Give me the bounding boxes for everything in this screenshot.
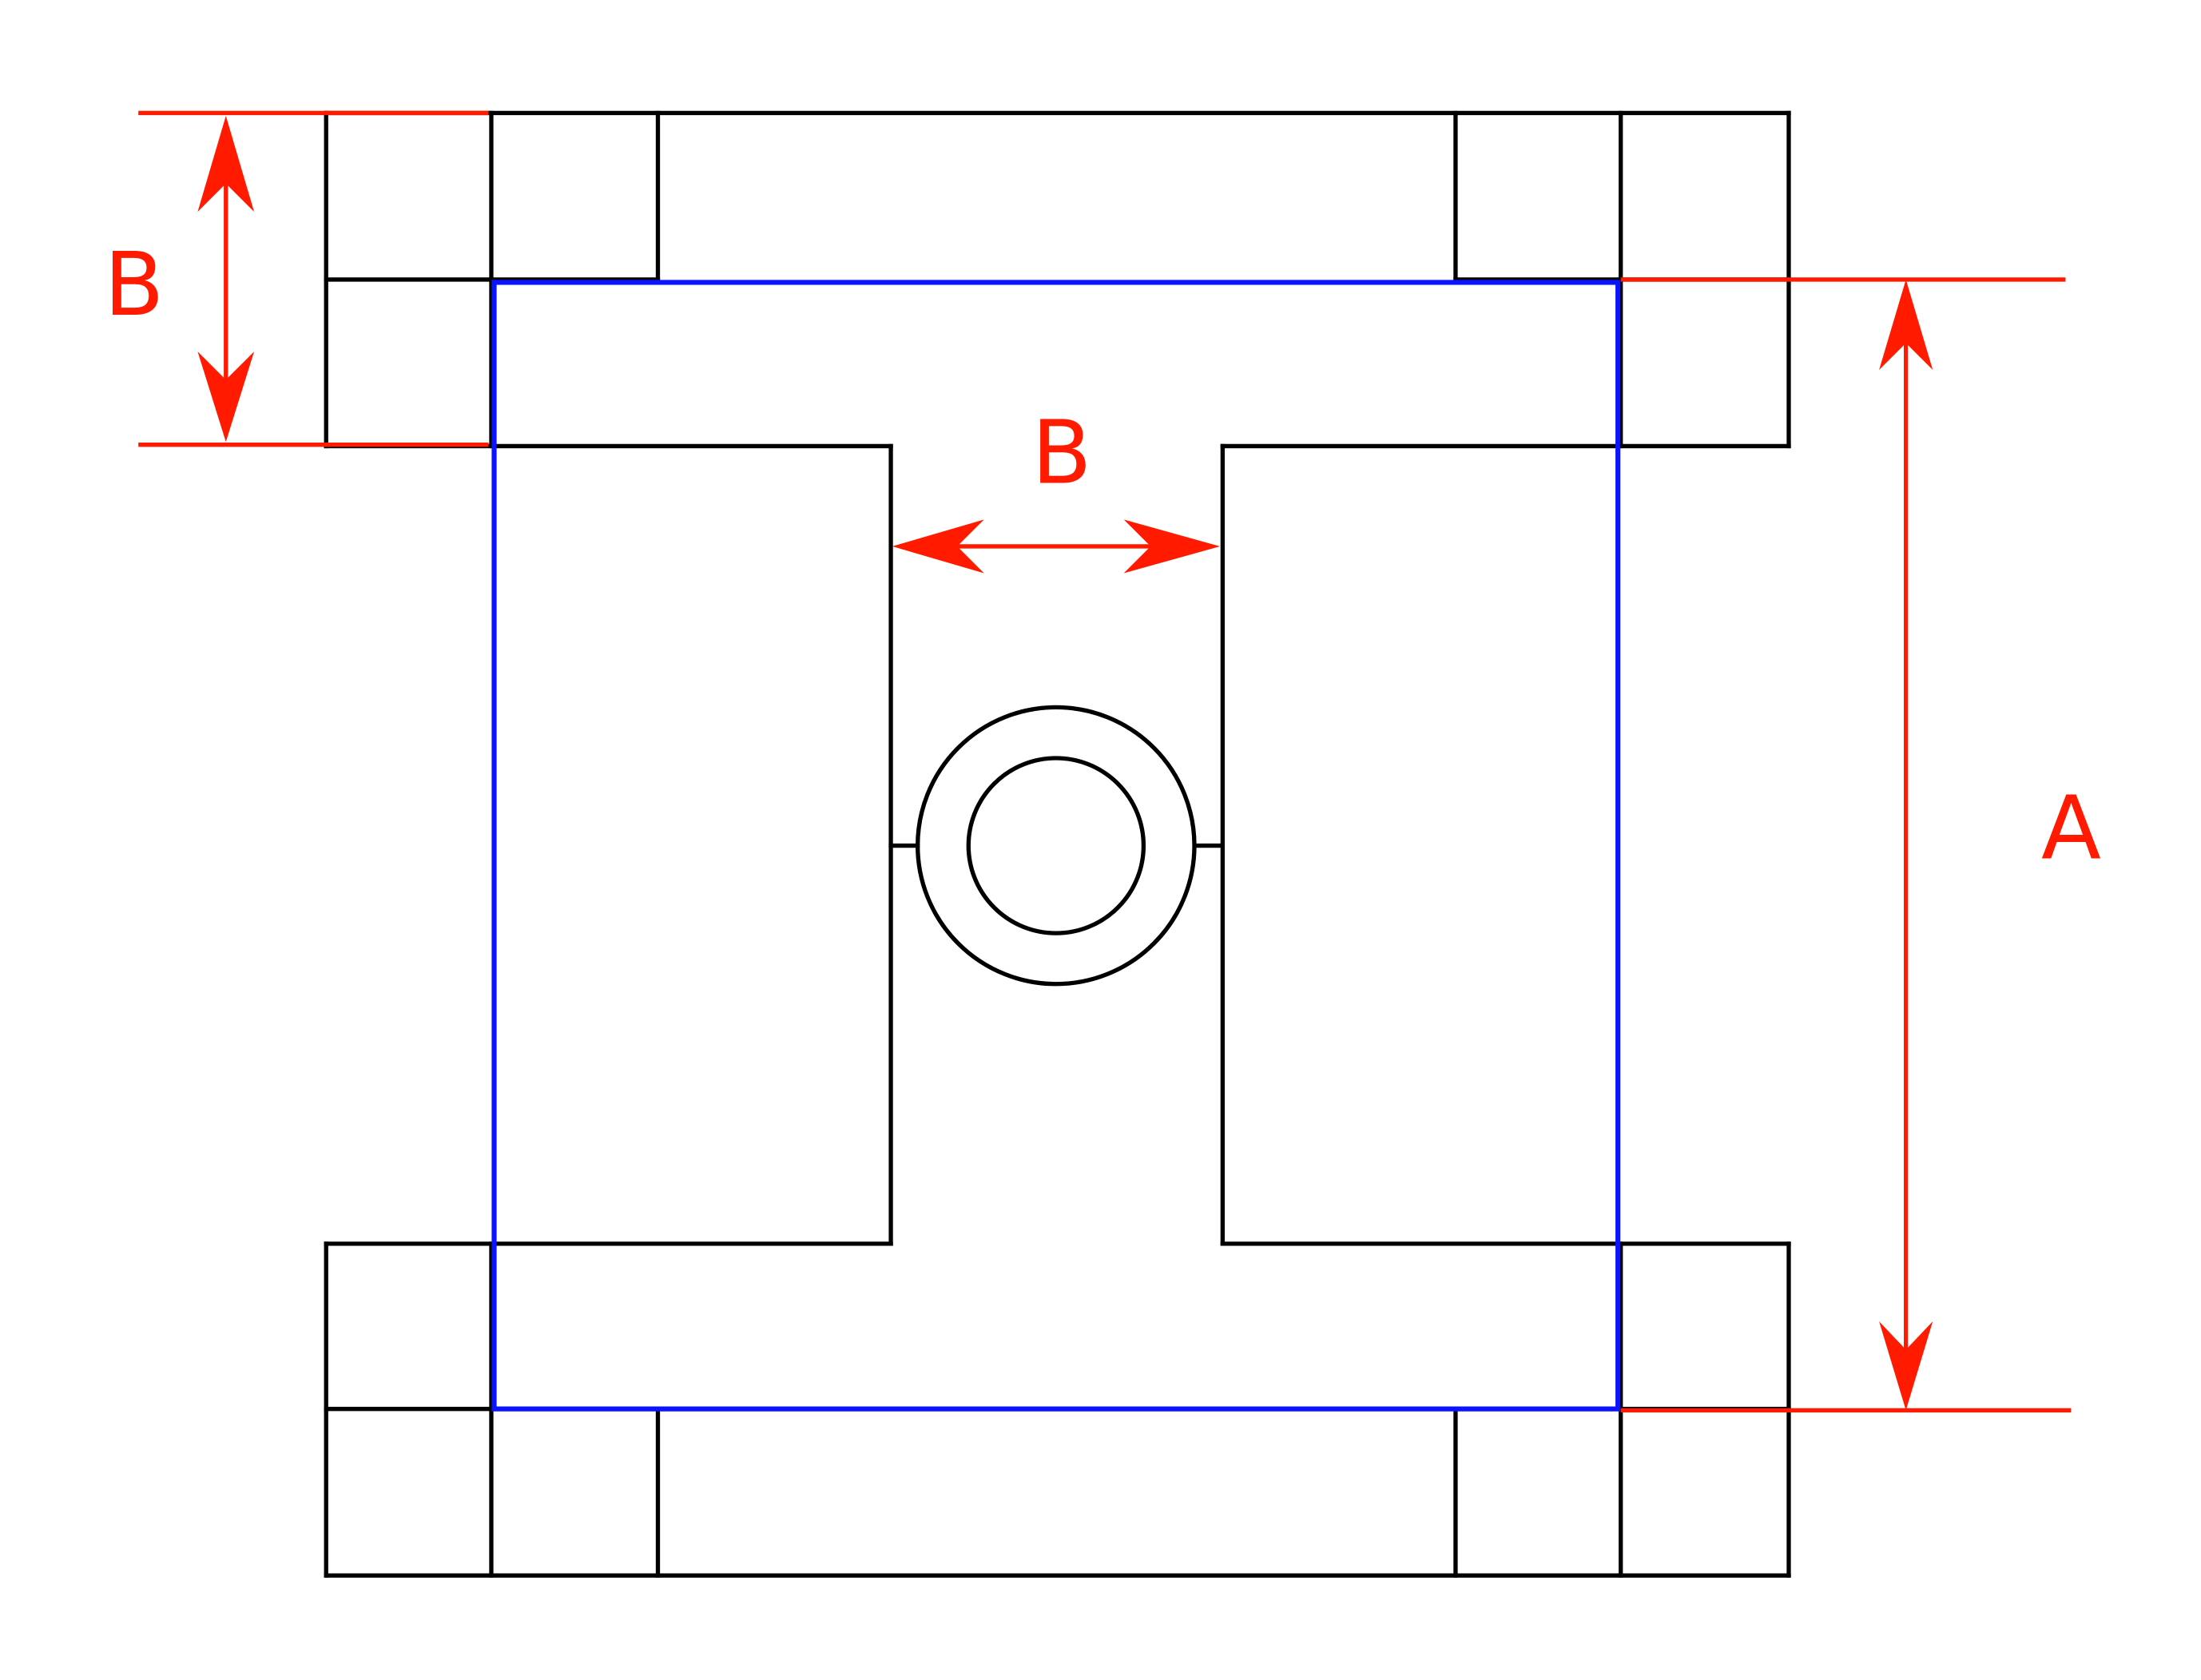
dimension-right-a: A bbox=[1620, 277, 2101, 1413]
dimension-left-b: B bbox=[104, 110, 489, 447]
highlight-rectangle bbox=[491, 280, 1621, 1412]
arrowhead-icon bbox=[197, 351, 255, 443]
arrowhead-icon bbox=[1123, 519, 1220, 574]
dimension-label-b-left: B bbox=[104, 233, 164, 336]
arrowhead-icon bbox=[1879, 279, 1933, 371]
part-outline bbox=[324, 110, 1791, 1578]
dimension-label-a: A bbox=[2041, 776, 2101, 879]
arrowhead-icon bbox=[197, 115, 255, 212]
hole-outer-circle bbox=[916, 705, 1197, 987]
dimension-slot-b: B bbox=[892, 401, 1220, 574]
arrowhead-icon bbox=[1879, 1321, 1933, 1411]
dimension-label-b-slot: B bbox=[1031, 401, 1091, 503]
arrowhead-icon bbox=[892, 519, 984, 574]
hole-inner-circle bbox=[966, 756, 1146, 935]
